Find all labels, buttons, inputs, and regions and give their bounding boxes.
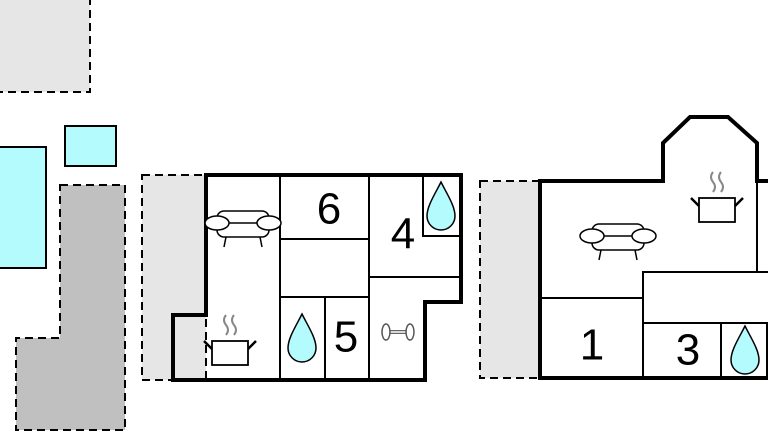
room-label-1: 1 xyxy=(580,321,604,370)
outbuilding xyxy=(15,184,126,431)
cooking-pot-icon xyxy=(202,313,258,367)
building-b-interior-walls xyxy=(540,181,768,378)
water-drop-icon xyxy=(730,325,760,375)
building-b-outline xyxy=(538,115,768,380)
water-drop-icon xyxy=(426,181,456,231)
sofa-icon xyxy=(204,210,282,248)
sofa-icon xyxy=(579,223,657,261)
room-label-3: 3 xyxy=(676,326,700,375)
terrace-b xyxy=(479,180,541,379)
terrace-area xyxy=(0,0,91,93)
building-a-interior-walls xyxy=(279,175,461,380)
small-pool xyxy=(64,125,117,167)
water-drop-icon xyxy=(287,313,317,363)
cooking-pot-icon xyxy=(689,170,745,224)
pool xyxy=(0,146,47,269)
building-a-outline xyxy=(171,173,463,382)
room-label-6: 6 xyxy=(317,185,341,234)
room-label-4: 4 xyxy=(391,210,415,259)
room-label-5: 5 xyxy=(334,313,358,362)
dumbbell-icon xyxy=(380,322,416,342)
